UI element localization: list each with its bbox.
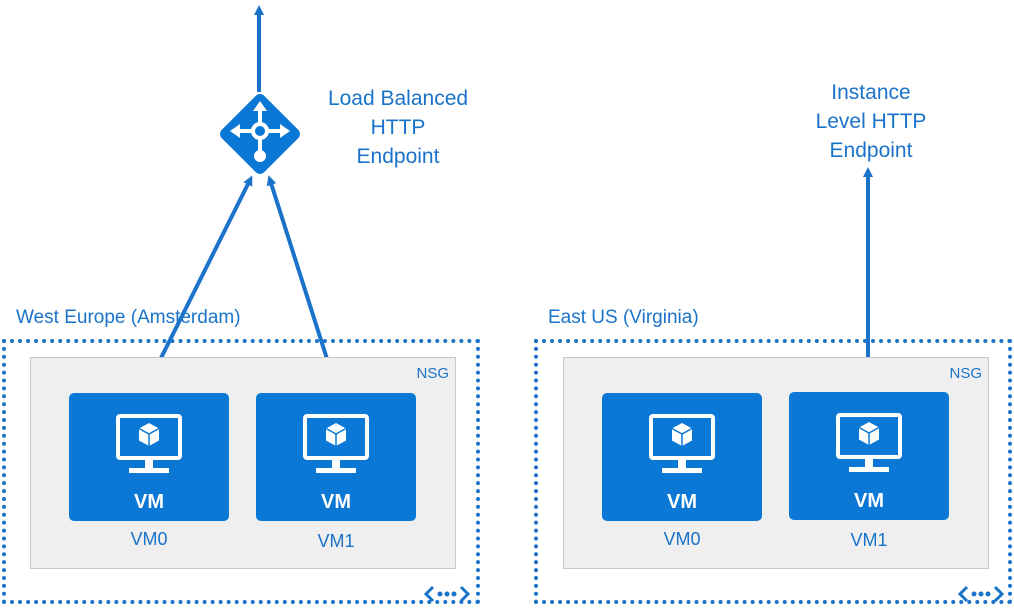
vm-type-label: VM (854, 490, 884, 512)
nsg-label-west: NSG (416, 365, 449, 382)
nsg-label-east: NSG (949, 365, 982, 382)
instance-label-line-1: Instance (831, 81, 911, 104)
virtual-machine-icon (649, 414, 715, 473)
load-balancer-icon (220, 94, 300, 174)
lb-label-line-2: HTTP (370, 116, 426, 139)
vm-name-west-vm0: VM0 (130, 529, 168, 549)
vm-tile-west-vm1[interactable]: VM (256, 393, 416, 521)
virtual-network-icon (423, 585, 471, 603)
vm-type-label: VM (134, 491, 164, 513)
vm-tile-east-vm1[interactable]: VM (789, 392, 949, 520)
vm-type-label: VM (321, 491, 351, 513)
vm-name-east-vm1: VM1 (850, 530, 888, 550)
vm-name-east-vm0: VM0 (663, 529, 701, 549)
region-label-west: West Europe (Amsterdam) (16, 307, 241, 328)
instance-endpoint-label: Instance Level HTTP Endpoint (796, 78, 946, 165)
west-vm0-to-lb-arrow (146, 175, 253, 385)
vm-name-west-vm1: VM1 (317, 531, 355, 551)
lb-label-line-1: Load Balanced (327, 87, 469, 110)
virtual-network-icon (957, 585, 1005, 603)
instance-label-line-3: Endpoint (829, 139, 913, 162)
vm-type-label: VM (667, 491, 697, 513)
lb-endpoint-label: Load Balanced HTTP Endpoint (318, 84, 478, 171)
west-vm1-to-lb-arrow (266, 175, 337, 385)
virtual-machine-icon (836, 413, 902, 472)
virtual-machine-icon (116, 414, 182, 473)
region-label-east: East US (Virginia) (548, 307, 699, 328)
lb-label-line-3: Endpoint (356, 145, 440, 168)
instance-label-line-2: Level HTTP (815, 110, 927, 133)
vnet-west (2, 339, 480, 604)
vnet-east (534, 339, 1012, 604)
virtual-machine-icon (303, 414, 369, 473)
vm-tile-east-vm0[interactable]: VM (602, 393, 762, 521)
vm-tile-west-vm0[interactable]: VM (69, 393, 229, 521)
